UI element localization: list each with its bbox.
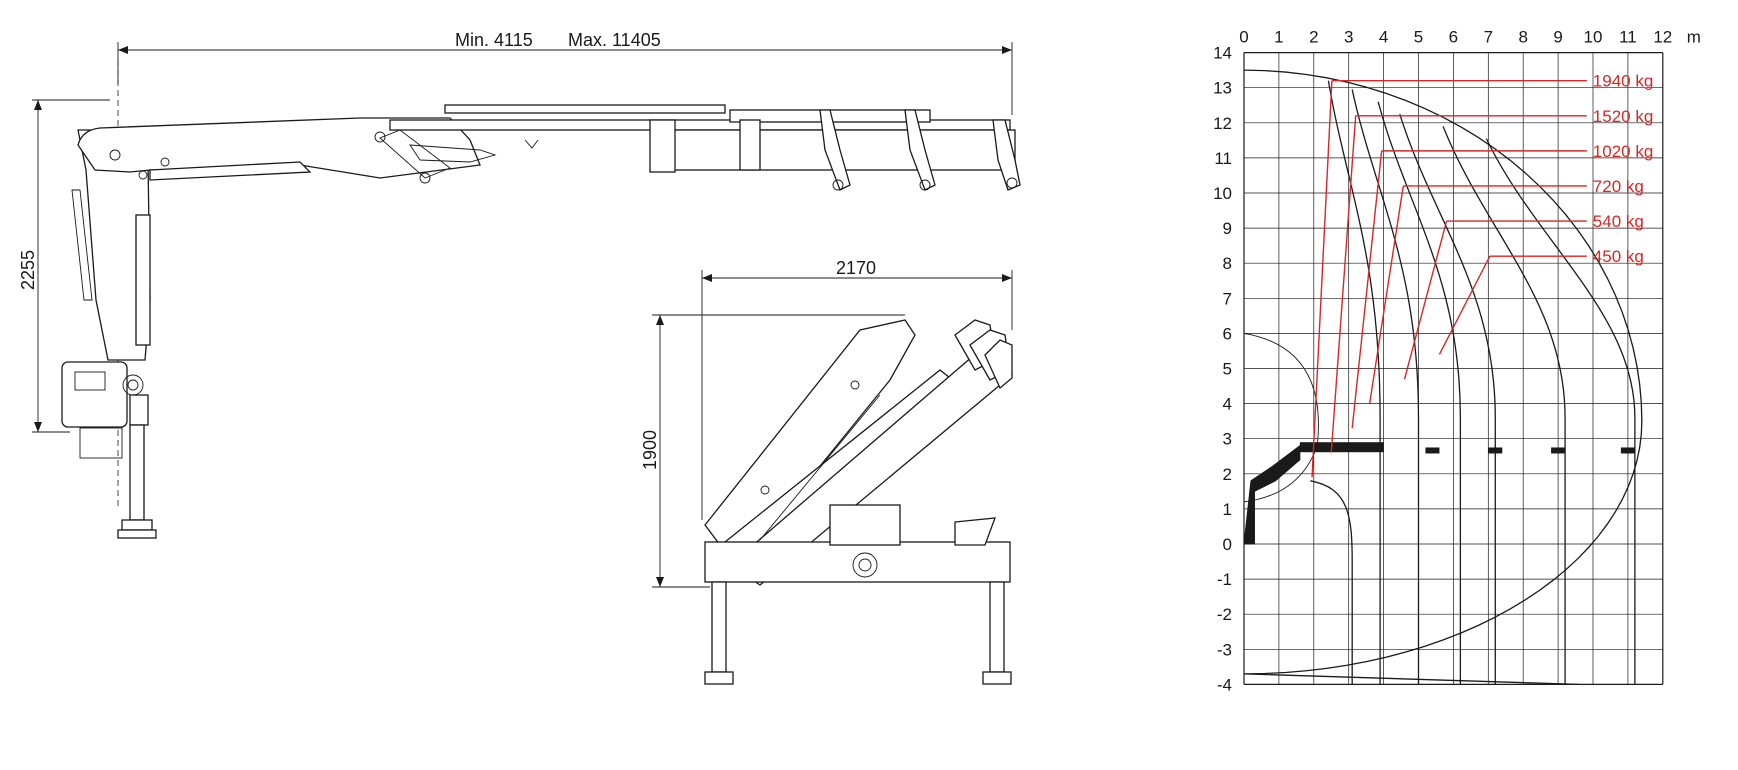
- crane-base: [61, 361, 157, 539]
- minimum-reach-arc: [1243, 332, 1319, 503]
- series-pointer: [1311, 80, 1333, 478]
- y-tick-label: -3: [1217, 640, 1232, 659]
- x-tick-label: 8: [1518, 28, 1527, 47]
- hook-marker: [1425, 447, 1440, 454]
- series-pointer: [1403, 220, 1448, 380]
- x-tick-label: 9: [1553, 28, 1562, 47]
- mini-crane-icon: [1243, 444, 1301, 545]
- x-tick-label: 1: [1274, 28, 1283, 47]
- y-tick-label: 5: [1223, 360, 1232, 379]
- rear-height-dimension: 1900: [640, 314, 905, 588]
- load-curve: [1377, 101, 1462, 685]
- hook-markers: [1299, 442, 1635, 454]
- working-envelope: [1243, 69, 1643, 686]
- series-label: 1520 kg: [1593, 107, 1654, 126]
- height-label: 2255: [18, 250, 38, 290]
- x-tick-label: 0: [1239, 28, 1248, 47]
- hook-marker: [1488, 447, 1503, 454]
- rear-view-drawing: 2170 1900: [640, 258, 1014, 685]
- load-series: 1940 kg 1520 kg 1020 kg 720 kg 540 kg 450 kg: [1311, 72, 1654, 478]
- y-tick-label: 10: [1213, 184, 1232, 203]
- reach-min-label: Min. 4115: [455, 30, 533, 50]
- x-unit-label: m: [1687, 28, 1701, 47]
- y-tick-label: 4: [1223, 395, 1232, 414]
- y-tick-label: 13: [1213, 79, 1232, 98]
- x-tick-label: 12: [1653, 28, 1672, 47]
- series-pointer: [1368, 185, 1404, 404]
- series-pointer: [1330, 115, 1357, 453]
- y-tick-label: 6: [1223, 324, 1232, 343]
- x-tick-label: 7: [1484, 28, 1493, 47]
- y-tick-label: -4: [1217, 675, 1232, 694]
- y-tick-label: 14: [1213, 44, 1232, 63]
- y-tick-label: 2: [1223, 465, 1232, 484]
- y-tick-label: -2: [1217, 605, 1232, 624]
- load-curve: [1442, 126, 1566, 685]
- height-dimension: 2255: [18, 99, 110, 433]
- series-pointer: [1351, 150, 1383, 429]
- hook-marker: [1620, 447, 1635, 454]
- y-tick-label: 1: [1223, 500, 1232, 519]
- width-label: 2170: [836, 258, 876, 278]
- rear-height-label: 1900: [640, 430, 660, 470]
- load-curve: [1351, 89, 1420, 685]
- folded-boom: [704, 319, 1014, 586]
- y-tick-label: 3: [1223, 430, 1232, 449]
- load-curves: [1310, 80, 1636, 685]
- y-tick-label: -1: [1217, 570, 1232, 589]
- series-label: 450 kg: [1593, 247, 1644, 266]
- x-tick-label: 2: [1309, 28, 1318, 47]
- x-tick-label: 6: [1449, 28, 1458, 47]
- reach-max-label: Max. 11405: [568, 30, 661, 50]
- series-label: 1020 kg: [1593, 142, 1654, 161]
- y-tick-label: 9: [1223, 219, 1232, 238]
- main-boom: [77, 117, 539, 184]
- x-tick-label: 10: [1584, 28, 1603, 47]
- x-tick-label: 3: [1344, 28, 1353, 47]
- x-tick-label: 4: [1379, 28, 1388, 47]
- y-tick-label: 12: [1213, 114, 1232, 133]
- width-dimension: 2170: [701, 258, 1013, 520]
- y-tick-label: 0: [1223, 535, 1232, 554]
- series-label: 720 kg: [1593, 177, 1644, 196]
- rear-base: [704, 504, 1012, 685]
- reach-dimension: Min. 4115 Max. 11405: [117, 30, 1013, 115]
- side-view-drawing: Min. 4115 Max. 11405 2255: [18, 30, 1021, 539]
- hook-marker: [1551, 447, 1566, 454]
- x-tick-label: 5: [1414, 28, 1423, 47]
- load-curve: [1399, 113, 1496, 685]
- boom-bar: [1299, 442, 1384, 453]
- extension-booms: [389, 104, 1021, 191]
- y-tick-label: 11: [1214, 149, 1232, 168]
- load-curve: [1485, 138, 1636, 685]
- y-tick-label: 7: [1223, 289, 1232, 308]
- series-pointer: [1438, 255, 1491, 355]
- mini-crane-shape: [1243, 444, 1301, 545]
- inner-load-curve: [1310, 480, 1353, 685]
- load-curve: [1327, 80, 1381, 685]
- series-label: 540 kg: [1593, 212, 1644, 231]
- y-tick-label: 8: [1223, 254, 1232, 273]
- x-tick-label: 11: [1619, 28, 1637, 47]
- series-label: 1940 kg: [1593, 72, 1654, 91]
